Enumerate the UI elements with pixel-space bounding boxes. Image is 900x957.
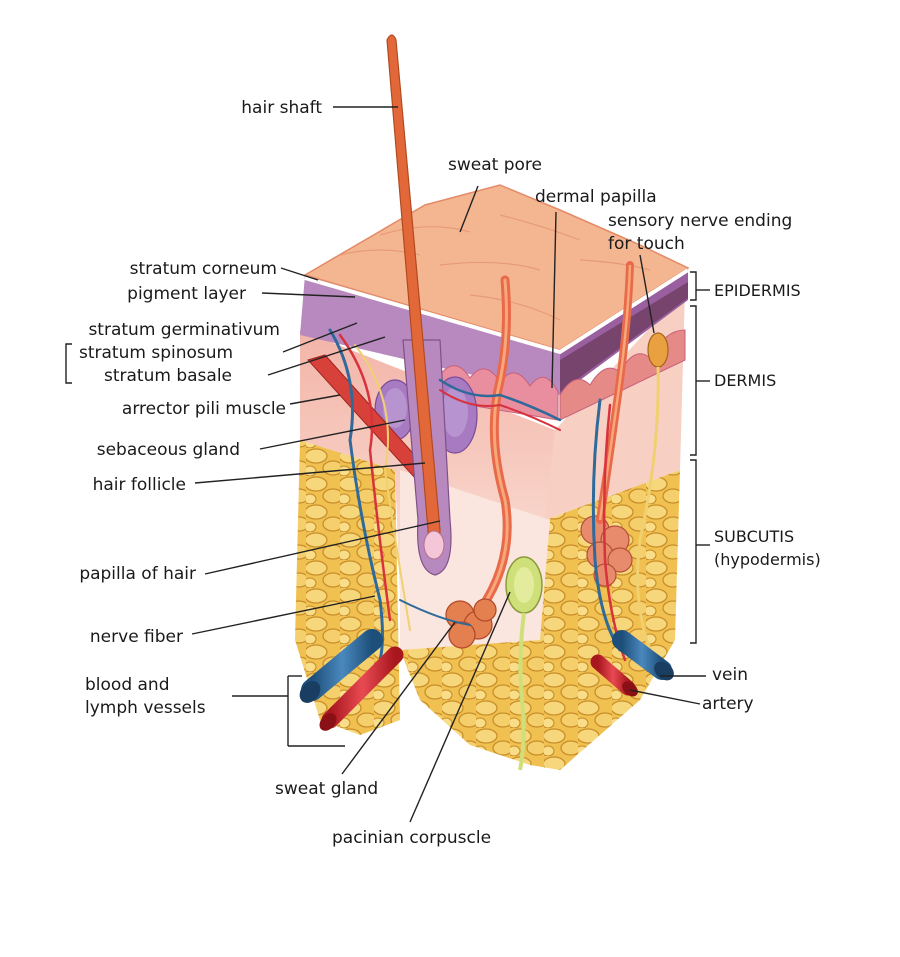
- label-stratum-corneum: stratum corneum: [129, 259, 277, 279]
- label-artery: artery: [702, 694, 754, 714]
- sensory-nerve-ending: [647, 332, 669, 368]
- label-hair-follicle: hair follicle: [92, 475, 186, 495]
- region-dermis: DERMIS: [714, 371, 777, 390]
- label-dermal-papilla: dermal papilla: [535, 187, 657, 207]
- label-sweat-gland: sweat gland: [275, 779, 379, 799]
- label-vein: vein: [712, 665, 749, 685]
- label-sensory-nerve-2: for touch: [608, 234, 685, 254]
- label-stratum-basale: stratum basale: [104, 366, 232, 386]
- label-pigment-layer: pigment layer: [127, 284, 246, 304]
- label-blood-lymph-2: lymph vessels: [85, 698, 206, 718]
- subcutis-fat-left: [295, 440, 400, 735]
- label-arrector-pili: arrector pili muscle: [121, 399, 286, 419]
- region-subcutis: SUBCUTIS: [714, 527, 795, 546]
- leader-lines: [65, 106, 710, 823]
- dermal-vessels: [328, 328, 627, 662]
- label-nerve-fiber: nerve fiber: [89, 627, 183, 647]
- label-sebaceous-gland: sebaceous gland: [96, 440, 240, 460]
- label-sensory-nerve-1: sensory nerve ending: [608, 211, 793, 231]
- label-stratum-spinosum: stratum spinosum: [79, 343, 234, 363]
- region-hypodermis: (hypodermis): [714, 550, 821, 569]
- label-blood-lymph-1: blood and: [85, 675, 170, 695]
- label-sweat-pore: sweat pore: [448, 155, 542, 175]
- pacinian-corpuscle: [505, 556, 543, 771]
- vessels-left: [299, 629, 404, 731]
- label-pacinian: pacinian corpuscle: [332, 828, 492, 848]
- region-epidermis: EPIDERMIS: [714, 281, 801, 300]
- label-papilla-of-hair: papilla of hair: [79, 564, 196, 584]
- label-stratum-germinativum: stratum germinativum: [88, 320, 280, 340]
- epidermis-left-face: [300, 275, 560, 395]
- label-hair-shaft: hair shaft: [241, 98, 322, 118]
